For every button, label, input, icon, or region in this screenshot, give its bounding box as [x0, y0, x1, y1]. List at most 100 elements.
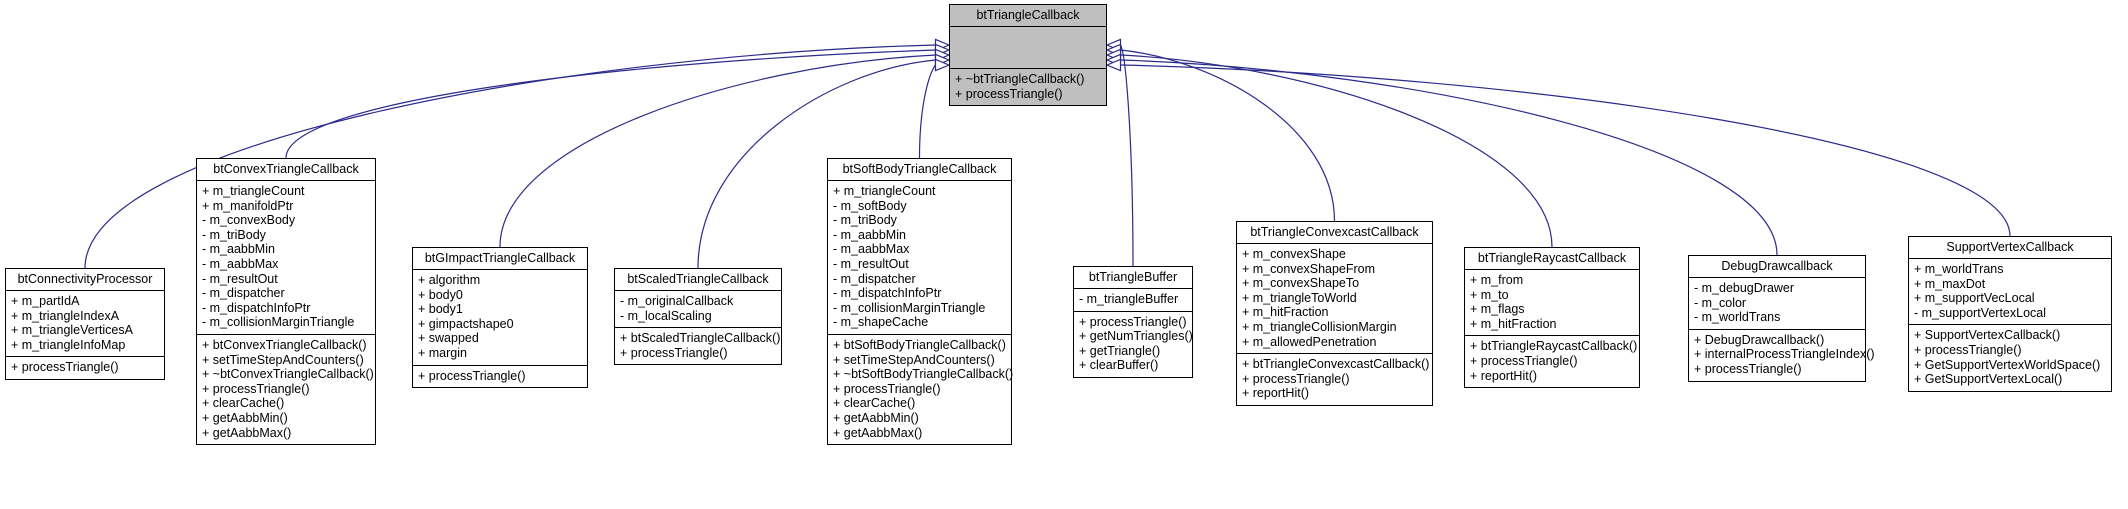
uml-class-btTriangleCallback[interactable]: btTriangleCallback+ ~btTriangleCallback(…	[949, 4, 1107, 107]
class-attribute: - m_triBody	[202, 227, 266, 242]
class-attributes-DebugDrawcallback: - m_debugDrawer- m_color- m_worldTrans	[1689, 278, 1865, 330]
class-attribute: - m_triBody	[833, 213, 897, 228]
class-operation: + getAabbMin()	[202, 410, 288, 425]
class-attribute: + m_triangleToWorld	[1242, 290, 1357, 305]
class-attributes-btTriangleRaycastCallback: + m_from+ m_to+ m_flags+ m_hitFraction	[1465, 270, 1639, 337]
class-title-btTriangleCallback: btTriangleCallback	[950, 5, 1106, 27]
class-operation: + getAabbMin()	[833, 410, 919, 425]
class-operation: + processTriangle()	[1079, 314, 1187, 329]
class-operation: + processTriangle()	[620, 345, 728, 360]
class-attribute: + m_from	[1470, 273, 1524, 287]
class-attribute: + swapped	[418, 331, 479, 346]
class-attribute: - m_color	[1694, 295, 1747, 310]
class-attribute: + m_convexShape	[1242, 247, 1346, 261]
uml-class-btTriangleConvexcastCallback[interactable]: btTriangleConvexcastCallback+ m_convexSh…	[1236, 221, 1433, 406]
edge-btTriangleConvexcastCallback-to-btTriangleCallback	[1120, 49, 1336, 222]
edge-btSoftBodyTriangleCallback-to-btTriangleCallback	[918, 64, 936, 159]
class-attributes-btTriangleBuffer: - m_triangleBuffer	[1074, 289, 1192, 312]
class-operation: + clearCache()	[202, 396, 285, 411]
edge-SupportVertexCallback-to-btTriangleCallback	[1120, 64, 2011, 237]
class-operation: + btScaledTriangleCallback()	[620, 331, 781, 346]
class-operation: + processTriangle()	[11, 360, 119, 375]
class-attribute: + margin	[418, 345, 467, 360]
class-operation: + clearBuffer()	[1079, 358, 1159, 373]
inheritance-arrowhead	[934, 58, 951, 72]
uml-class-btTriangleRaycastCallback[interactable]: btTriangleRaycastCallback+ m_from+ m_to+…	[1464, 247, 1640, 389]
class-attributes-SupportVertexCallback: + m_worldTrans+ m_maxDot+ m_supportVecLo…	[1909, 259, 2111, 326]
class-operation: + processTriangle()	[202, 381, 310, 396]
class-attribute: + m_flags	[1470, 302, 1525, 317]
inheritance-arrowhead	[934, 53, 951, 67]
inheritance-arrowhead	[1105, 38, 1122, 52]
class-attribute: - m_collisionMarginTriangle	[833, 300, 986, 315]
inheritance-arrowhead	[934, 38, 951, 52]
class-attribute: - m_localScaling	[620, 308, 712, 323]
inheritance-arrowhead	[934, 43, 951, 57]
class-operation: + ~btSoftBodyTriangleCallback()	[833, 367, 1014, 382]
class-attribute: - m_supportVertexLocal	[1914, 305, 2047, 320]
class-operation: + GetSupportVertexLocal()	[1914, 372, 2063, 387]
class-attributes-btConnectivityProcessor: + m_partIdA+ m_triangleIndexA+ m_triangl…	[6, 291, 164, 358]
uml-class-btTriangleBuffer[interactable]: btTriangleBuffer- m_triangleBuffer+ proc…	[1073, 266, 1193, 378]
class-attribute: + m_to	[1470, 287, 1509, 302]
class-attribute: - m_dispatchInfoPtr	[202, 300, 311, 315]
class-attribute: + m_supportVecLocal	[1914, 291, 2035, 306]
class-operation: + btTriangleConvexcastCallback()	[1242, 357, 1430, 372]
class-attribute: + m_triangleCollisionMargin	[1242, 319, 1397, 334]
class-attributes-btScaledTriangleCallback: - m_originalCallback- m_localScaling	[615, 291, 781, 329]
class-title-DebugDrawcallback: DebugDrawcallback	[1689, 256, 1865, 278]
class-operation: + GetSupportVertexWorldSpace()	[1914, 357, 2101, 372]
class-operation: + DebugDrawcallback()	[1694, 332, 1825, 347]
class-title-btConnectivityProcessor: btConnectivityProcessor	[6, 269, 164, 291]
class-title-btConvexTriangleCallback: btConvexTriangleCallback	[197, 159, 375, 181]
class-attribute: + m_hitFraction	[1470, 316, 1557, 331]
class-attribute: + m_triangleVerticesA	[11, 323, 133, 338]
class-attribute: + gimpactshape0	[418, 316, 514, 331]
class-operation: + processTriangle()	[1694, 361, 1802, 376]
class-attribute: + m_worldTrans	[1914, 262, 2004, 276]
class-operation: + getAabbMax()	[833, 425, 923, 440]
class-operation: + setTimeStepAndCounters()	[833, 352, 995, 367]
class-operation: + processTriangle()	[955, 86, 1063, 101]
class-attribute: + m_triangleCount	[202, 184, 305, 198]
class-attribute: - m_dispatcher	[202, 286, 285, 301]
class-attribute: + body1	[418, 302, 463, 317]
class-attribute: + m_allowedPenetration	[1242, 334, 1377, 349]
class-operations-btConvexTriangleCallback: + btConvexTriangleCallback()+ setTimeSte…	[197, 335, 375, 444]
class-operation: + reportHit()	[1470, 368, 1538, 383]
edge-btTriangleRaycastCallback-to-btTriangleCallback	[1120, 54, 1553, 248]
class-operations-btScaledTriangleCallback: + btScaledTriangleCallback()+ processTri…	[615, 328, 781, 364]
class-operations-btTriangleBuffer: + processTriangle()+ getNumTriangles()+ …	[1074, 312, 1193, 377]
class-attribute: - m_dispatcher	[833, 271, 916, 286]
class-attribute: - m_dispatchInfoPtr	[833, 286, 942, 301]
class-attribute: - m_resultOut	[202, 271, 278, 286]
uml-class-btGImpactTriangleCallback[interactable]: btGImpactTriangleCallback+ algorithm+ bo…	[412, 247, 588, 389]
uml-class-btConnectivityProcessor[interactable]: btConnectivityProcessor+ m_partIdA+ m_tr…	[5, 268, 165, 380]
class-attribute: + m_manifoldPtr	[202, 198, 294, 213]
uml-class-DebugDrawcallback[interactable]: DebugDrawcallback- m_debugDrawer- m_colo…	[1688, 255, 1875, 382]
uml-class-btScaledTriangleCallback[interactable]: btScaledTriangleCallback- m_originalCall…	[614, 268, 782, 366]
class-title-btScaledTriangleCallback: btScaledTriangleCallback	[615, 269, 781, 291]
class-attribute: - m_aabbMin	[202, 242, 275, 257]
class-operation: + processTriangle()	[833, 381, 941, 396]
class-attributes-btConvexTriangleCallback: + m_triangleCount+ m_manifoldPtr- m_conv…	[197, 181, 375, 335]
class-attribute: - m_aabbMax	[202, 256, 279, 271]
class-operation: + processTriangle()	[1470, 353, 1578, 368]
class-attributes-btTriangleCallback	[950, 27, 1106, 69]
class-operation: + btSoftBodyTriangleCallback()	[833, 337, 1006, 352]
uml-class-btConvexTriangleCallback[interactable]: btConvexTriangleCallback+ m_triangleCoun…	[196, 158, 376, 446]
class-operation: + getTriangle()	[1079, 343, 1161, 358]
class-operation: + getAabbMax()	[202, 425, 292, 440]
class-operation: + internalProcessTriangleIndex()	[1694, 347, 1875, 362]
class-operation: + clearCache()	[833, 396, 916, 411]
edge-DebugDrawcallback-to-btTriangleCallback	[1120, 59, 1778, 256]
class-attribute: - m_originalCallback	[620, 294, 734, 308]
class-title-btTriangleBuffer: btTriangleBuffer	[1074, 267, 1192, 289]
uml-class-btSoftBodyTriangleCallback[interactable]: btSoftBodyTriangleCallback+ m_triangleCo…	[827, 158, 1014, 446]
class-attribute: + m_convexShapeFrom	[1242, 261, 1376, 276]
class-operation: + getNumTriangles()	[1079, 329, 1193, 344]
class-title-SupportVertexCallback: SupportVertexCallback	[1909, 237, 2111, 259]
uml-class-SupportVertexCallback[interactable]: SupportVertexCallback+ m_worldTrans+ m_m…	[1908, 236, 2112, 392]
class-operation: + processTriangle()	[418, 368, 526, 383]
